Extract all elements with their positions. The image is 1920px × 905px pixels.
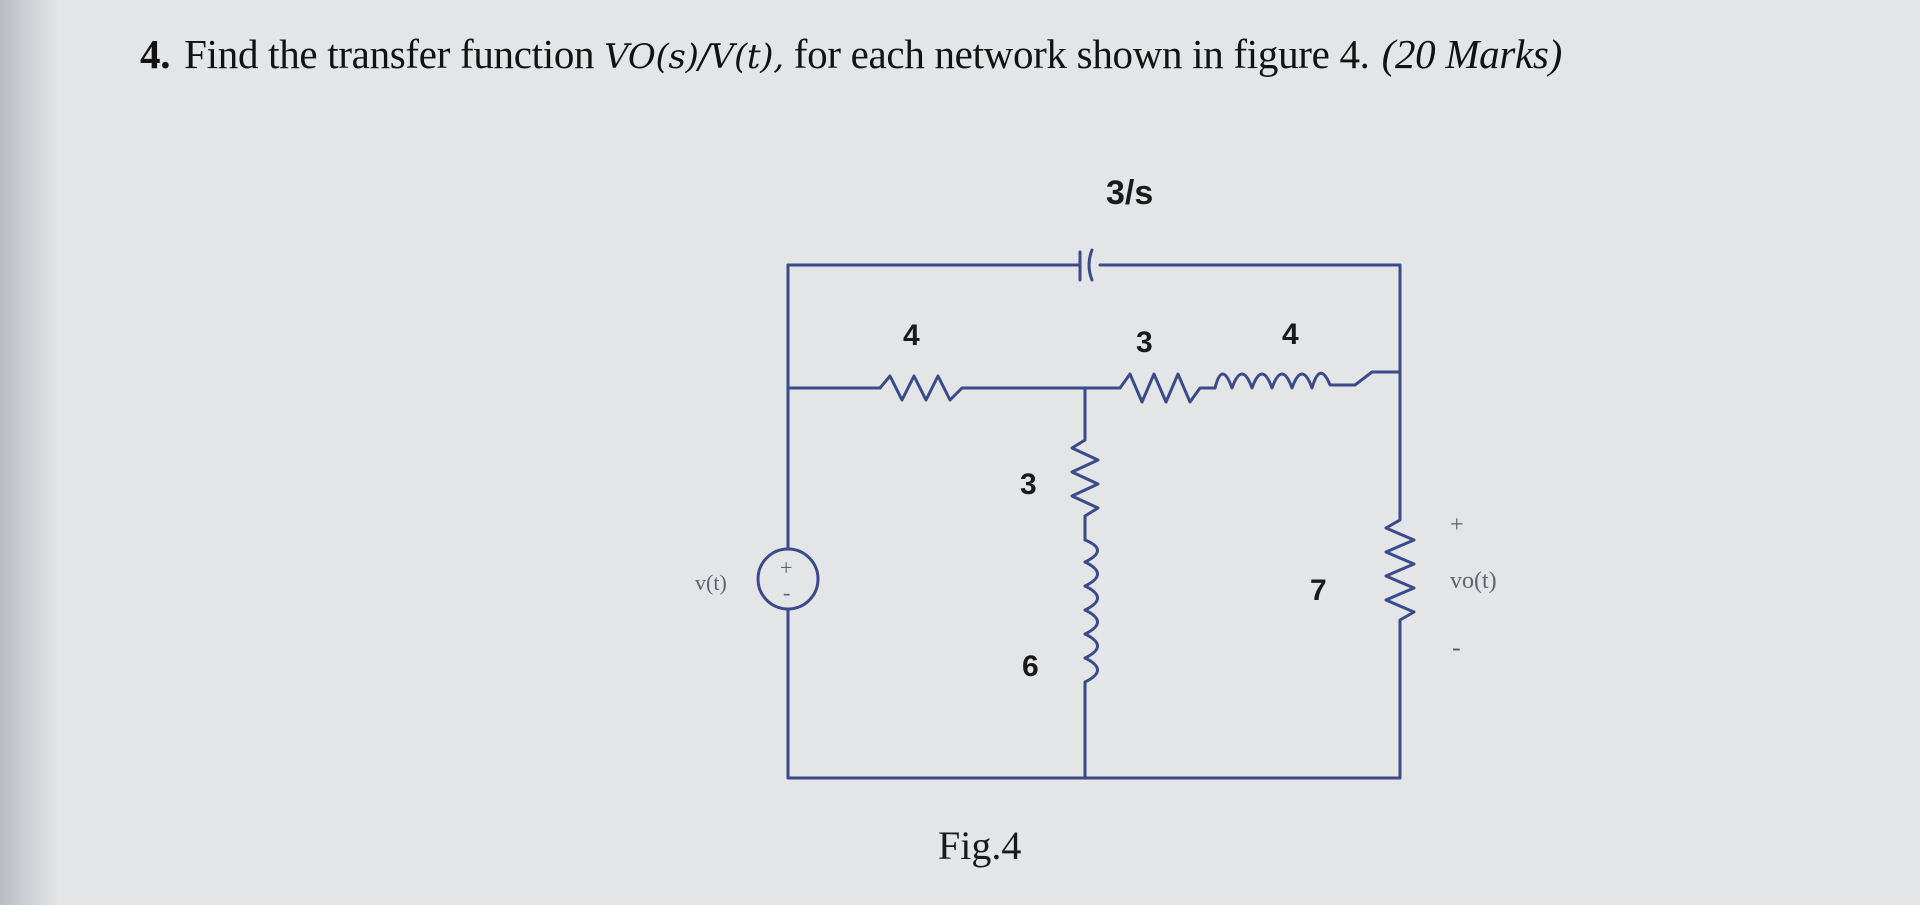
output-plus: + bbox=[1450, 512, 1464, 538]
left-wire-lower bbox=[786, 608, 1402, 780]
output-minus: - bbox=[1452, 633, 1461, 662]
resistor-right bbox=[1384, 370, 1416, 657]
resistor-vert-mid bbox=[1070, 386, 1100, 542]
capacitor-symbol bbox=[1078, 248, 1094, 282]
question-prefix: Find the transfer function bbox=[184, 31, 595, 77]
inductor-vert-mid-label: 6 bbox=[1022, 650, 1039, 683]
top-wire-right bbox=[1098, 263, 1402, 374]
resistor-top-left-label: 4 bbox=[903, 319, 920, 352]
resistor-top-left bbox=[878, 374, 1122, 402]
source-minus: - bbox=[783, 580, 790, 605]
question-suffix: for each network shown in figure 4. bbox=[793, 31, 1370, 77]
source-plus: + bbox=[780, 555, 792, 580]
inductor-top bbox=[1213, 370, 1402, 390]
resistor-vert-mid-label: 3 bbox=[1020, 468, 1037, 501]
left-edge-strip bbox=[0, 0, 60, 905]
output-label: vo(t) bbox=[1450, 568, 1497, 594]
resistor-top-mid bbox=[1118, 372, 1217, 404]
transfer-function: VO(s)/V(t), bbox=[604, 37, 784, 77]
inductor-top-label: 4 bbox=[1282, 318, 1299, 351]
source-label: v(t) bbox=[695, 570, 727, 595]
resistor-top-mid-label: 3 bbox=[1136, 326, 1153, 359]
voltage-source bbox=[756, 547, 820, 611]
inductor-vert-mid bbox=[1083, 538, 1099, 780]
figure-caption: Fig.4 bbox=[938, 823, 1022, 868]
resistor-right-label: 7 bbox=[1310, 574, 1327, 607]
marks-label: (20 Marks) bbox=[1381, 31, 1563, 77]
question-number: 4. bbox=[140, 31, 171, 77]
capacitor-label: 3/s bbox=[1106, 174, 1153, 212]
